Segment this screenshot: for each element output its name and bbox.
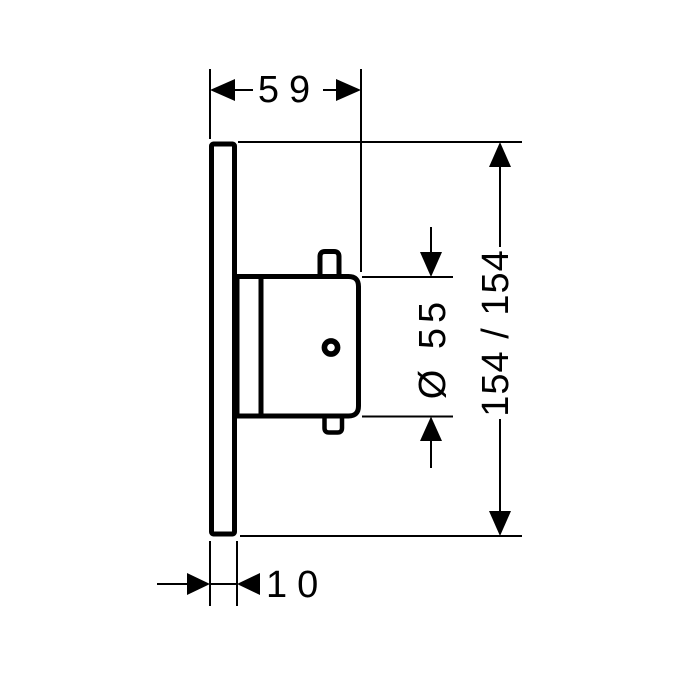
dim-plate-width: 59 — [210, 69, 361, 111]
arrowhead-right — [336, 79, 361, 101]
bottom-index-tab — [322, 414, 345, 435]
dim-label-plate-thickness: 10 — [266, 564, 328, 606]
arrowhead-right — [237, 573, 260, 595]
valve-side-view — [209, 141, 361, 537]
dim-label-body-diameter: Ø 55 — [412, 297, 454, 399]
wall-plate — [209, 141, 237, 537]
extension-lines — [209, 69, 522, 606]
top-index-tab — [317, 249, 342, 277]
arrowhead-bottom — [489, 511, 511, 536]
arrowhead-left — [210, 79, 235, 101]
dim-overall-height: 154 / 154 — [475, 142, 517, 536]
dim-label-overall-height: 154 / 154 — [475, 249, 517, 416]
arrowhead-top — [489, 142, 511, 167]
arrowhead-top — [420, 252, 442, 277]
arrowhead-bottom — [420, 416, 442, 441]
screw-hole — [321, 338, 341, 357]
dim-body-diameter: Ø 55 — [412, 227, 454, 468]
dim-label-plate-width: 59 — [258, 69, 320, 111]
valve-body — [234, 274, 361, 419]
arrowhead-left — [187, 573, 210, 595]
dim-plate-thickness: 10 — [157, 564, 328, 606]
